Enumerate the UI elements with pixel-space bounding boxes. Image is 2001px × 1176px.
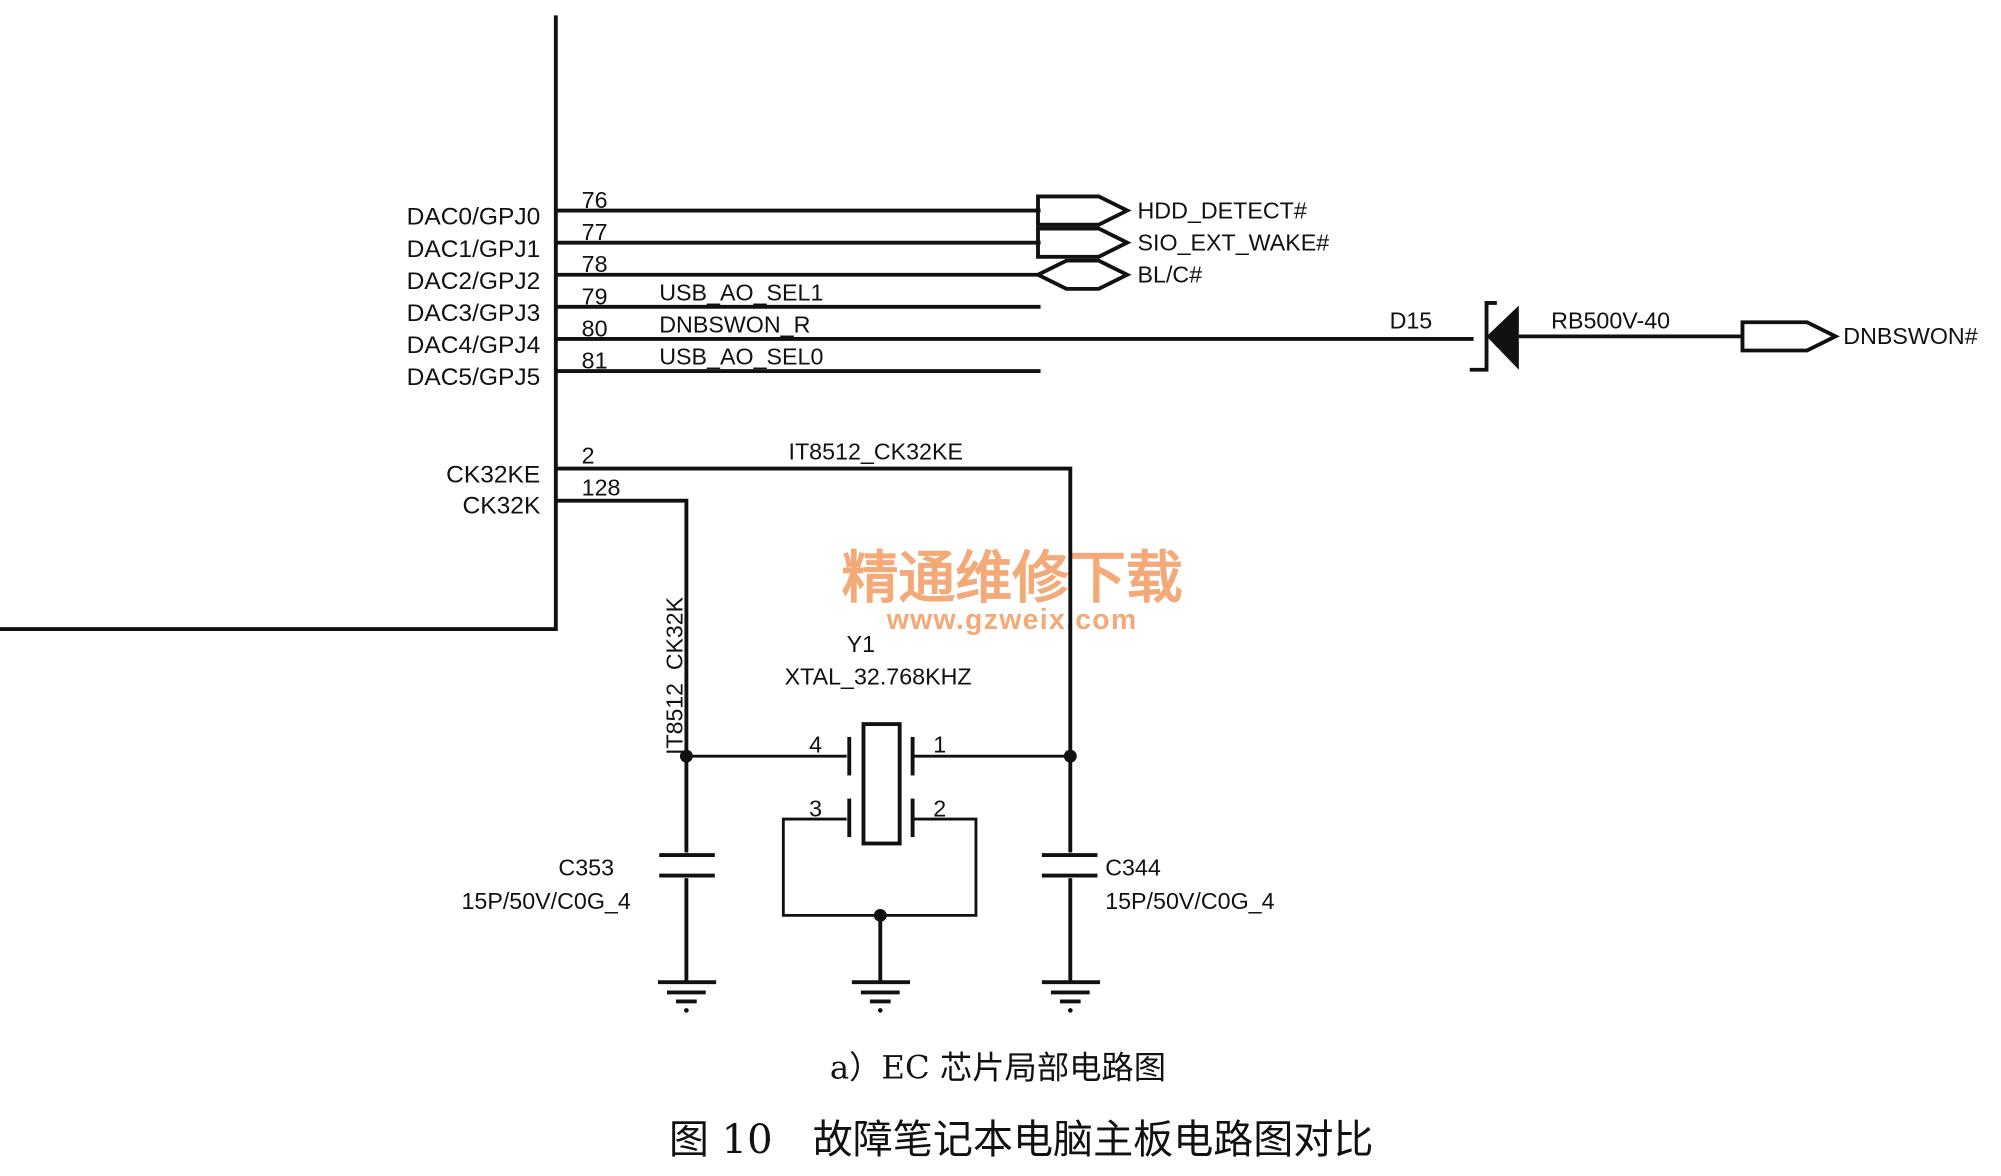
wire-gap <box>682 852 693 879</box>
crystal-ref: Y1 <box>847 631 875 657</box>
crystal-pin-number: 1 <box>933 731 946 757</box>
ground-symbol-center <box>851 980 911 1013</box>
watermark-url: www.gzweix.com <box>886 604 1138 636</box>
bidirectional-port-icon <box>1033 258 1132 291</box>
capacitor-value: 15P/50V/C0G_4 <box>461 888 630 914</box>
pin-number: 2 <box>582 443 595 469</box>
crystal-pin-number: 4 <box>809 731 822 757</box>
capacitor-ref: C353 <box>558 855 614 881</box>
chip-pin-names: DAC0/GPJ0 DAC1/GPJ1 DAC2/GPJ2 DAC3/GPJ3 … <box>407 204 541 520</box>
crystal-y1: Y1 XTAL_32.768KHZ 4 1 3 2 <box>781 631 978 983</box>
capacitor-value: 15P/50V/C0G_4 <box>1105 888 1274 914</box>
net-label: IT8512_CK32K <box>661 596 687 754</box>
crystal-value: XTAL_32.768KHZ <box>785 663 972 689</box>
pin-name: CK32K <box>463 493 541 520</box>
capacitor-c353: C353 15P/50V/C0G_4 <box>461 852 715 914</box>
output-port-icon <box>1740 320 1840 353</box>
diode-ref: D15 <box>1390 308 1433 334</box>
junction-dot <box>679 749 693 763</box>
net-labels: USB_AO_SEL1 DNBSWON_R USB_AO_SEL0 IT8512… <box>659 279 963 754</box>
signal-wires <box>555 208 1743 373</box>
pin-number: 128 <box>582 475 621 501</box>
net-label: DNBSWON_R <box>659 312 810 338</box>
clock-wires <box>555 466 1077 983</box>
crystal-pin-number: 2 <box>933 796 946 822</box>
wire-ck32ke <box>555 466 1073 983</box>
diode-icon <box>1486 305 1519 370</box>
net-label: USB_AO_SEL0 <box>659 344 823 370</box>
crystal-pin-number: 3 <box>809 796 822 822</box>
diode-value: RB500V-40 <box>1551 308 1670 334</box>
ground-icon <box>1067 1008 1073 1013</box>
capacitor-ref: C344 <box>1105 855 1161 881</box>
figure-subcaption: a）EC 芯片局部电路图 <box>830 1049 1166 1087</box>
port-bl-c: BL/C# <box>1033 258 1203 291</box>
ground-symbol-left <box>657 980 717 1013</box>
port-dnbswon: DNBSWON# <box>1740 320 1978 353</box>
pin-name: DAC0/GPJ0 <box>407 204 541 231</box>
diode-cathode-bar <box>1469 301 1497 372</box>
pin-name: DAC2/GPJ2 <box>407 268 541 295</box>
port-label: HDD_DETECT# <box>1138 197 1307 223</box>
wire-xtal-ground-loop <box>781 817 978 917</box>
watermark-title: 精通维修下载 <box>842 545 1183 611</box>
capacitor-c344: C344 15P/50V/C0G_4 <box>1041 852 1275 914</box>
crystal-icon <box>861 722 902 846</box>
port-label: DNBSWON# <box>1843 323 1977 349</box>
port-label: BL/C# <box>1138 262 1203 288</box>
pin-name: CK32KE <box>446 462 540 489</box>
pin-name: DAC3/GPJ3 <box>407 300 541 327</box>
port-label: SIO_EXT_WAKE# <box>1138 229 1330 255</box>
net-label: IT8512_CK32KE <box>789 439 963 465</box>
wire-gap <box>1065 852 1076 879</box>
port-sio-ext-wake: SIO_EXT_WAKE# <box>1036 226 1330 259</box>
ec-chip <box>0 15 558 632</box>
wire-ck32k <box>555 498 689 983</box>
pin-name: DAC4/GPJ4 <box>407 332 541 359</box>
ground-icon <box>877 1008 883 1013</box>
figure-caption: 图 10 故障笔记本电脑主板电路图对比 <box>669 1117 1374 1163</box>
diode-d15: D15 RB500V-40 <box>1390 301 1670 372</box>
output-port-icon <box>1036 194 1132 227</box>
ground-icon <box>684 1008 689 1013</box>
output-port-icon <box>1036 226 1132 259</box>
pin-name: DAC5/GPJ5 <box>407 364 541 391</box>
junction-dot <box>1063 749 1077 763</box>
watermark: 精通维修下载 www.gzweix.com <box>842 545 1183 636</box>
ground-symbol-right <box>1041 980 1101 1013</box>
chip-pin-numbers: 76 77 78 79 80 81 2 128 <box>582 187 621 500</box>
port-hdd-detect: HDD_DETECT# <box>1036 194 1307 227</box>
chip-outline <box>0 15 558 632</box>
net-label: USB_AO_SEL1 <box>659 279 823 305</box>
pin-name: DAC1/GPJ1 <box>407 236 541 263</box>
